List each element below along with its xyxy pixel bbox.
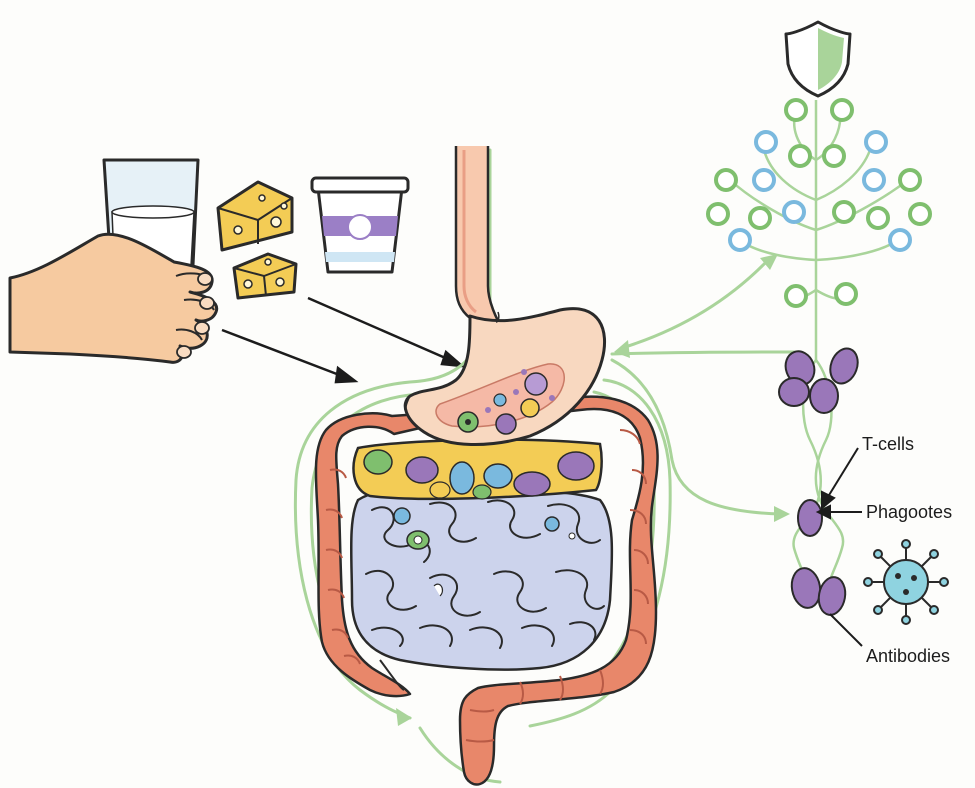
immune-cells bbox=[706, 98, 932, 308]
yogurt-cup-icon bbox=[310, 176, 410, 274]
pathway-arrowhead bbox=[760, 254, 778, 270]
pathway-arrowhead bbox=[774, 506, 790, 522]
hand bbox=[8, 232, 219, 364]
gut-flow-arrowhead bbox=[396, 708, 412, 726]
phagocytes-label: Phagootes bbox=[866, 502, 953, 522]
colon-folds bbox=[325, 429, 649, 743]
phagocyte-cell bbox=[797, 499, 823, 537]
food-to-gut-arrows bbox=[221, 296, 466, 384]
antibody-cells bbox=[790, 567, 847, 616]
virus-icon bbox=[863, 539, 949, 625]
small-intestine bbox=[349, 486, 614, 671]
immune-pathways bbox=[610, 256, 802, 516]
hand-with-milk-glass bbox=[8, 158, 219, 364]
shield-icon bbox=[784, 20, 852, 98]
label-pointers bbox=[815, 447, 863, 647]
stomach bbox=[403, 307, 607, 447]
cheese-icon bbox=[216, 180, 298, 300]
antibodies-label: Antibodies bbox=[866, 646, 951, 666]
pathway-arrowhead bbox=[614, 340, 630, 358]
t-cells-label: T-cells bbox=[862, 434, 915, 454]
transverse-colon-microbiome bbox=[352, 438, 603, 501]
lymphocyte-cluster bbox=[778, 347, 859, 414]
